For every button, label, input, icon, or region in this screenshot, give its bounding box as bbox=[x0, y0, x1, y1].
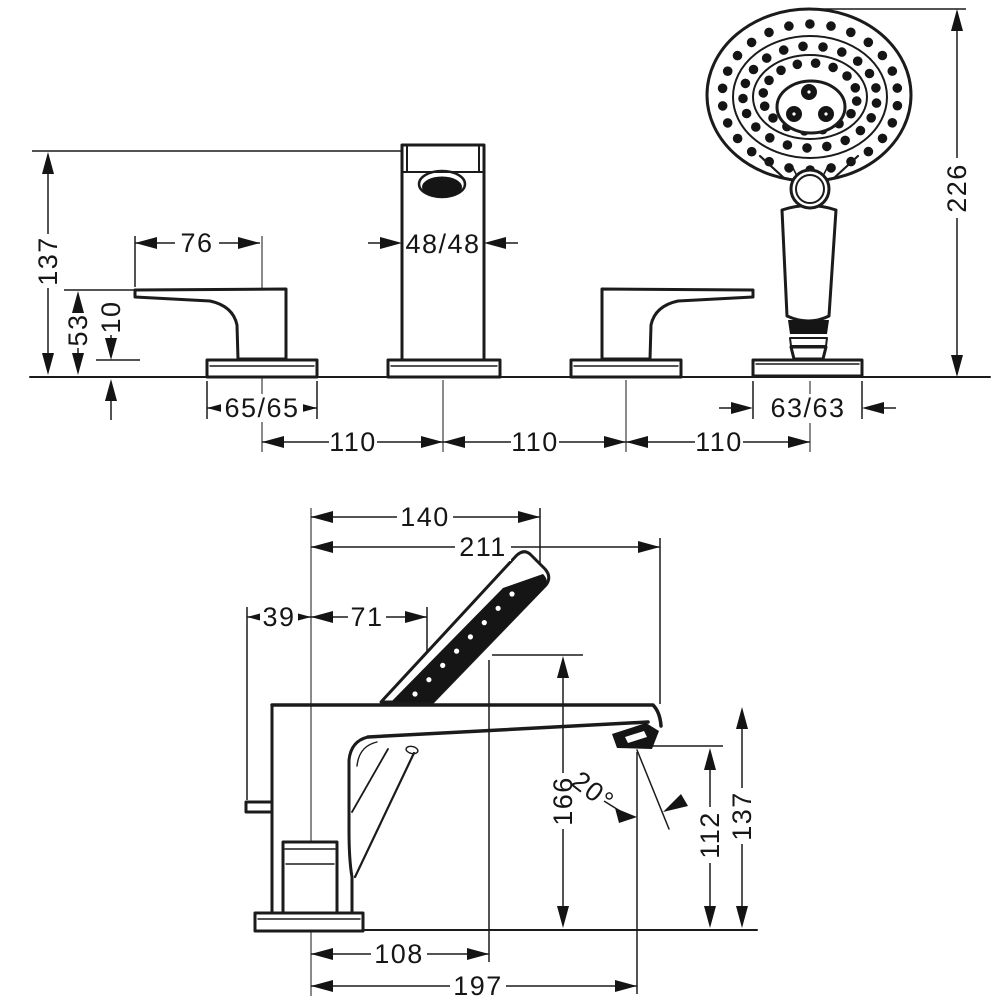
riser-inner-curve bbox=[356, 741, 378, 767]
left-handle-front bbox=[133, 287, 319, 379]
dim-label-53: 53 bbox=[63, 313, 93, 346]
dim-label-197: 197 bbox=[453, 971, 503, 1000]
dim-39: 39 bbox=[247, 602, 311, 632]
dim-166: 166 bbox=[548, 656, 578, 928]
dim-110-row: 110 110 110 bbox=[262, 427, 810, 457]
hang-ring-inner bbox=[795, 174, 825, 204]
dim-76: 76 bbox=[134, 228, 260, 287]
dim-137-side: 137 bbox=[727, 707, 757, 928]
dim-label-110-left: 110 bbox=[329, 427, 377, 457]
dim-label-48-48: 48/48 bbox=[405, 229, 480, 259]
dim-63-63: 63/63 bbox=[719, 381, 896, 423]
spray-nozzle-dots bbox=[717, 19, 903, 175]
spray-face-ring-inner bbox=[752, 54, 868, 140]
dim-label-137-side: 137 bbox=[727, 791, 757, 841]
dim-label-108: 108 bbox=[374, 939, 424, 969]
side-handle-block bbox=[281, 840, 339, 915]
hand-shower-side bbox=[379, 550, 551, 704]
dim-197: 197 bbox=[311, 971, 637, 1000]
dim-label-39: 39 bbox=[262, 602, 295, 632]
dim-label-71: 71 bbox=[350, 602, 383, 632]
aerator-slot bbox=[625, 731, 647, 743]
elevation-view: 226 137 53 10 bbox=[29, 7, 991, 457]
hose-connector bbox=[789, 345, 828, 361]
spray-face-ring-outer bbox=[732, 35, 888, 159]
riser-accent-1 bbox=[351, 748, 389, 813]
spout-underside bbox=[366, 720, 650, 739]
side-view: 140 211 39 71 bbox=[244, 502, 758, 1000]
dim-label-65-65: 65/65 bbox=[224, 393, 299, 423]
diverter-detail bbox=[405, 745, 419, 755]
dim-53: 53 bbox=[63, 291, 93, 375]
dim-226: 226 bbox=[942, 9, 972, 377]
dim-137-top: 137 bbox=[33, 152, 63, 375]
dim-label-226: 226 bbox=[942, 163, 972, 213]
dim-140: 140 bbox=[311, 502, 540, 532]
grip-ring bbox=[789, 337, 828, 347]
right-handle-front bbox=[569, 287, 755, 379]
dim-label-137-top: 137 bbox=[33, 236, 63, 286]
rear-tab bbox=[244, 800, 274, 814]
dim-label-140: 140 bbox=[400, 502, 450, 532]
grip-band bbox=[788, 320, 829, 334]
dim-71: 71 bbox=[311, 602, 427, 632]
dim-48-48: 48/48 bbox=[368, 229, 518, 259]
dim-label-211: 211 bbox=[459, 532, 507, 562]
dim-label-110-center: 110 bbox=[511, 427, 559, 457]
dim-label-76: 76 bbox=[180, 228, 213, 258]
hand-shower-front bbox=[705, 7, 913, 378]
riser-accent-2 bbox=[353, 751, 416, 879]
body-top-edge bbox=[270, 703, 663, 728]
dim-label-166: 166 bbox=[548, 776, 578, 826]
dim-65-65: 65/65 bbox=[206, 381, 318, 423]
dim-label-63-63: 63/63 bbox=[770, 393, 845, 423]
dim-angle-20: 20° bbox=[566, 765, 688, 823]
shower-grip bbox=[780, 204, 838, 323]
riser-front-edge bbox=[347, 735, 370, 914]
dim-10: 10 bbox=[96, 300, 126, 420]
dim-label-10: 10 bbox=[96, 300, 126, 333]
spout-front bbox=[386, 143, 502, 379]
faucet-body-side bbox=[244, 703, 663, 933]
dim-112: 112 bbox=[695, 748, 725, 928]
spout-outlet bbox=[422, 176, 462, 198]
spray-direction-line bbox=[636, 749, 670, 830]
dim-108: 108 bbox=[311, 939, 489, 969]
dim-211: 211 bbox=[311, 532, 660, 562]
sprayface-dots bbox=[412, 591, 515, 697]
side-base-plate bbox=[253, 911, 365, 933]
dim-label-112: 112 bbox=[695, 811, 725, 859]
dim-label-110-right: 110 bbox=[695, 427, 743, 457]
